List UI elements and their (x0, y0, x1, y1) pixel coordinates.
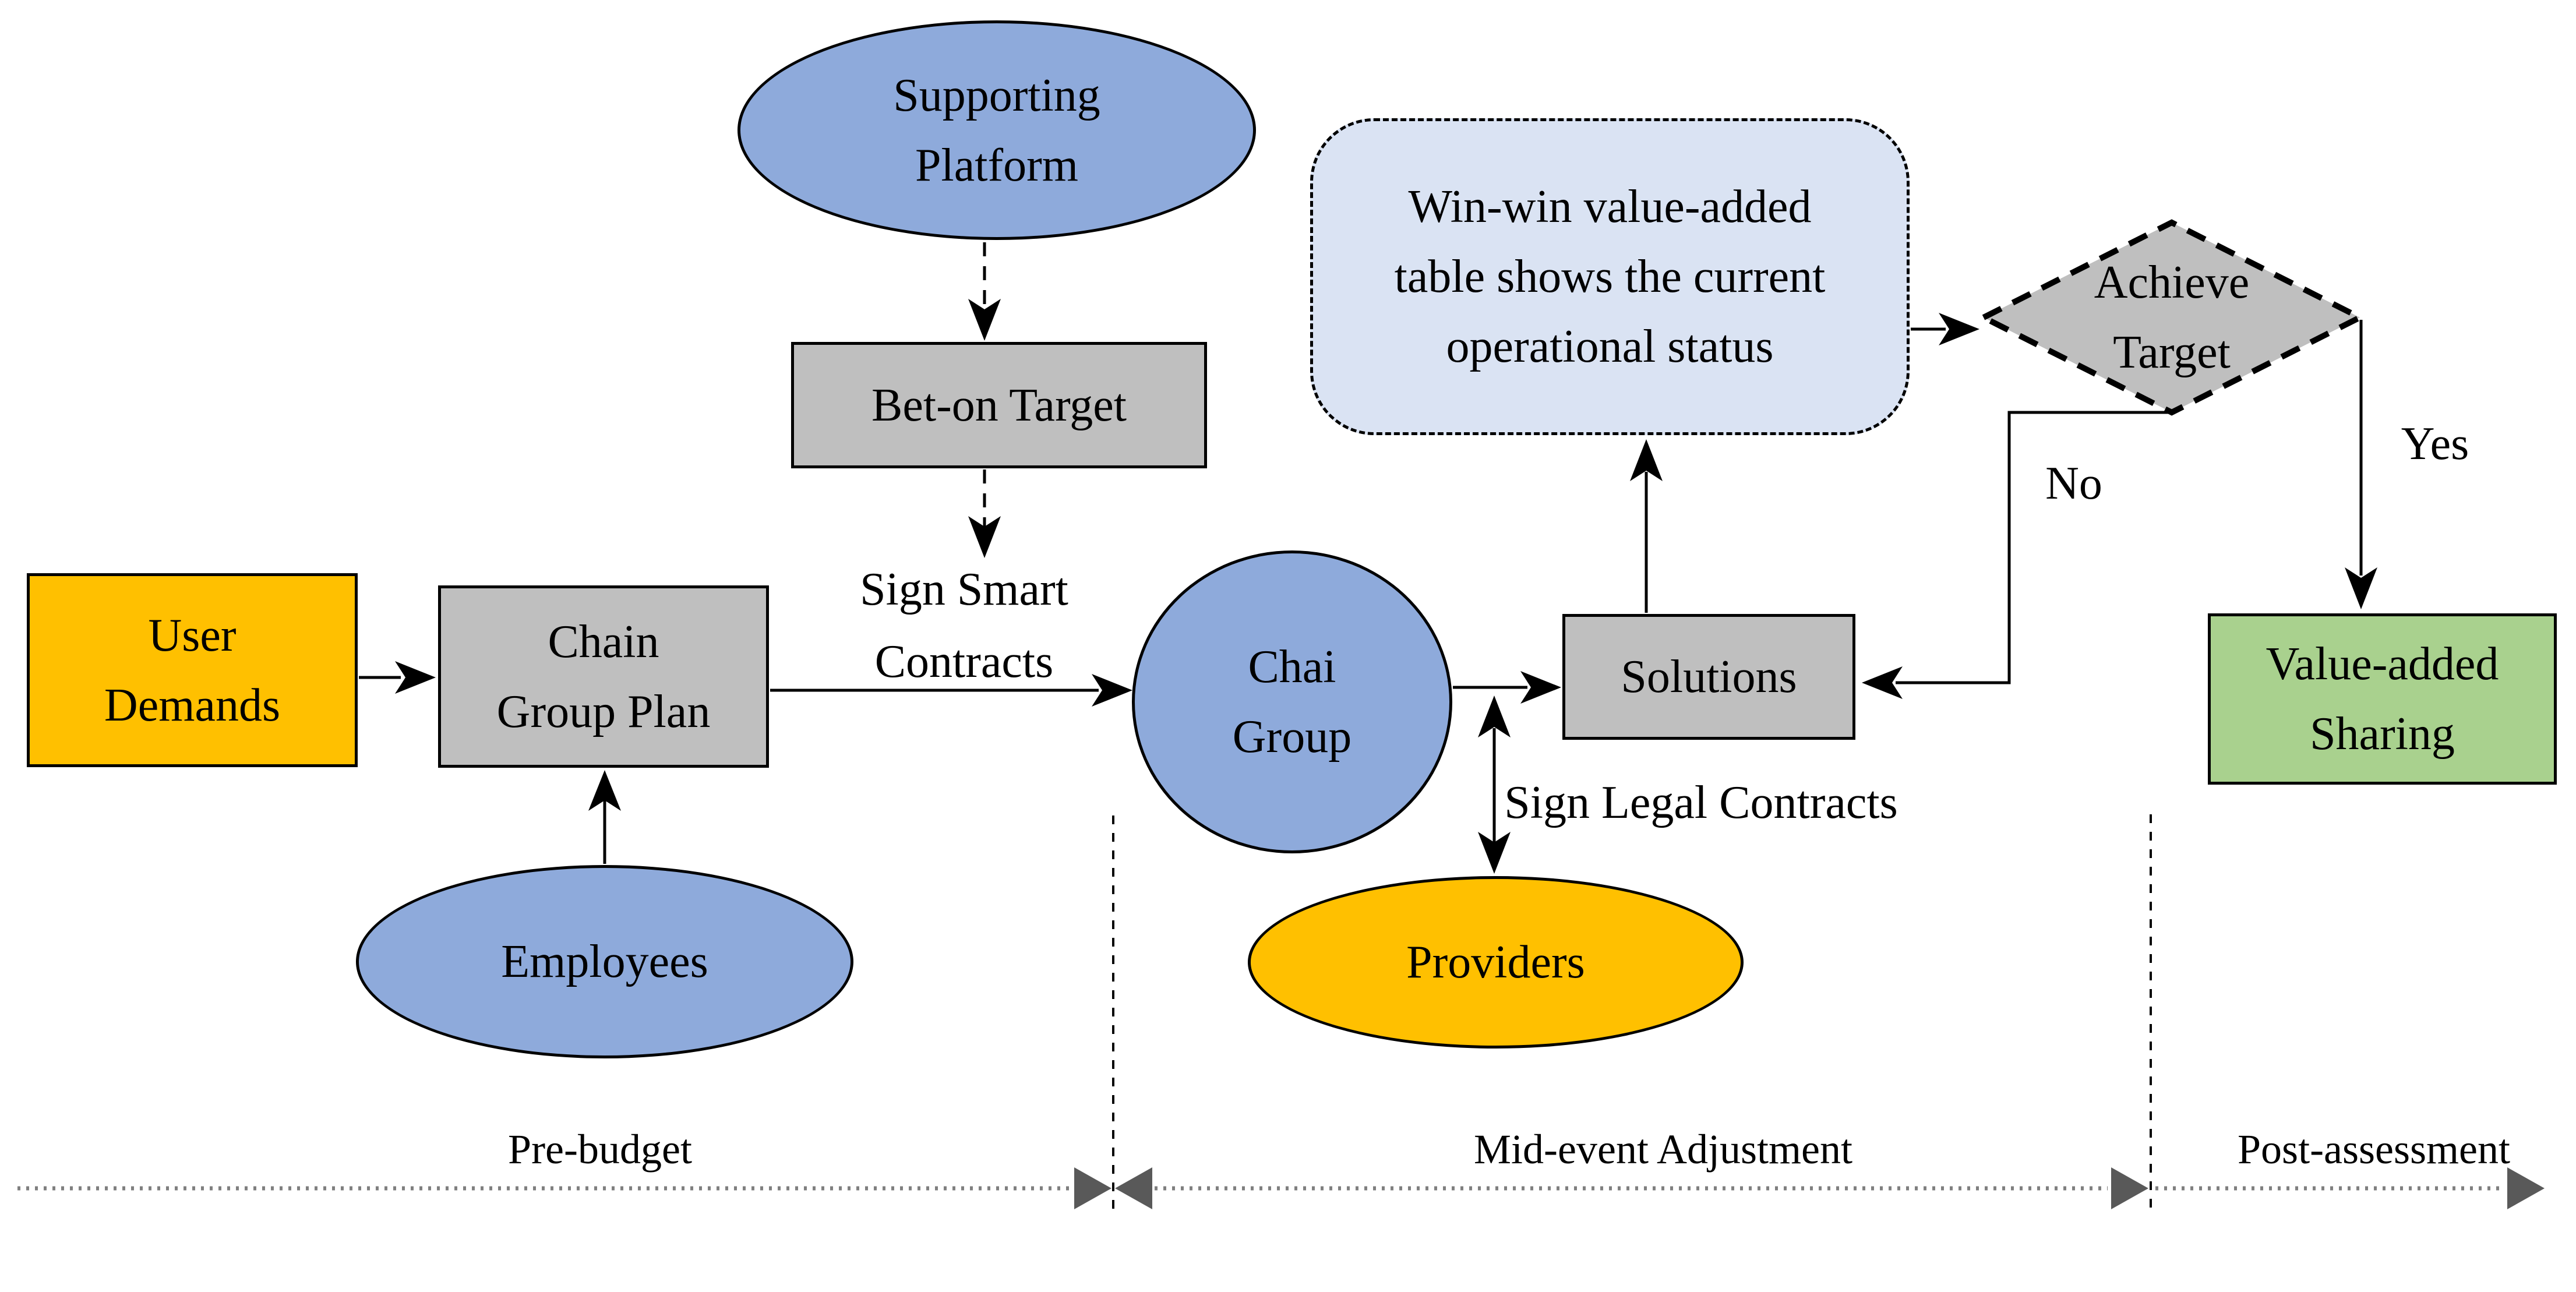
solutions-node: Solutions (1562, 614, 1855, 740)
supporting-platform-label: Supporting Platform (893, 69, 1100, 191)
edge-yes-path (2345, 320, 2377, 609)
phase-label-post-assessment: Post-assessment (2238, 1126, 2510, 1173)
no-label: No (2045, 458, 2102, 509)
edge-winwin-to-diamond (1911, 313, 1979, 345)
phase-label-pre-budget: Pre-budget (508, 1126, 692, 1173)
bet-on-target-node: Bet-on Target (791, 342, 1207, 468)
employees-label: Employees (501, 936, 708, 987)
user-demands-label: User Demands (104, 609, 281, 731)
winwin-note-label: Win-win value-added table shows the curr… (1394, 181, 1826, 372)
chain-group-plan-label: Chain Group Plan (496, 616, 711, 737)
chai-group-label: Chai Group (1232, 641, 1352, 763)
sign-legal-contracts-label: Sign Legal Contracts (1504, 777, 1898, 828)
edge-supporting-to-betontarget (968, 242, 1001, 341)
value-added-sharing-node: Value-added Sharing (2208, 613, 2557, 785)
timeline (17, 814, 2545, 1209)
achieve-target-label: Achieve Target (2094, 257, 2250, 378)
edge-chai-providers-double (1478, 696, 1511, 874)
edge-betontarget-down (968, 470, 1001, 558)
value-added-sharing-label: Value-added Sharing (2266, 638, 2499, 760)
supporting-platform-node: Supporting Platform (737, 20, 1256, 240)
achieve-target-diamond (1977, 219, 2367, 416)
employees-node: Employees (356, 865, 853, 1058)
sign-smart-contracts-label: Sign Smart Contracts (860, 564, 1068, 687)
user-demands-node: User Demands (27, 573, 358, 767)
edge-chain-to-chai (770, 674, 1132, 707)
edge-chai-to-solutions (1453, 671, 1561, 704)
edge-employees-to-chain (588, 770, 621, 864)
edge-user-to-chain (359, 661, 436, 694)
achieve-target-node: Achieve Target (2026, 233, 2317, 402)
bet-on-target-label: Bet-on Target (871, 379, 1127, 431)
edge-solutions-to-winwin (1630, 439, 1663, 613)
yes-label: Yes (2401, 418, 2469, 470)
providers-label: Providers (1406, 937, 1585, 988)
winwin-note-node: Win-win value-added table shows the curr… (1310, 118, 1910, 435)
edge-no-path (1862, 411, 2173, 699)
solutions-label: Solutions (1621, 651, 1797, 703)
chai-group-node: Chai Group (1132, 550, 1452, 853)
providers-node: Providers (1248, 876, 1744, 1049)
chain-group-plan-node: Chain Group Plan (438, 585, 769, 768)
phase-label-mid-event-adjustment: Mid-event Adjustment (1474, 1126, 1852, 1173)
